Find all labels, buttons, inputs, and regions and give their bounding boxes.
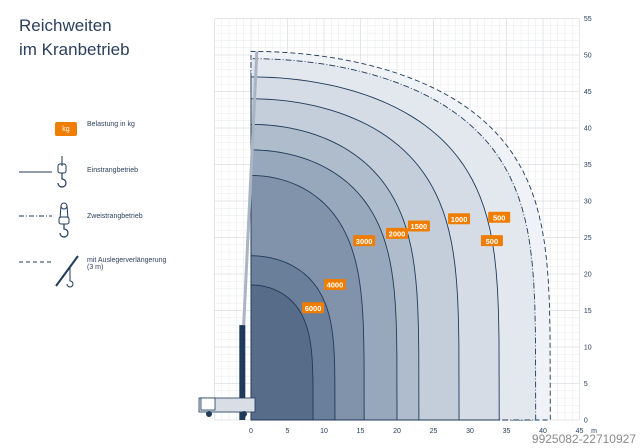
- title-line-1: Reichweiten: [19, 16, 112, 35]
- legend-double: Zweistrangbetrieb: [14, 198, 189, 238]
- x-tick-label: 40: [539, 428, 547, 435]
- load-badge-label: 6000: [305, 304, 322, 313]
- load-badge-label: 1500: [411, 222, 428, 231]
- load-badge-label: 3000: [356, 237, 373, 246]
- load-badge-label: 1000: [451, 215, 468, 224]
- y-tick-label: 35: [584, 162, 592, 169]
- crane-column: [239, 325, 246, 420]
- load-badge: [302, 302, 325, 314]
- legend-extension: mit Auslegerverlängerung (3 m): [14, 250, 189, 288]
- legend-load-label: Belastung in kg: [87, 121, 135, 128]
- x-tick-label: 25: [430, 428, 438, 435]
- load-envelope: [250, 284, 314, 421]
- truck-cab: [200, 397, 216, 411]
- crane-truck: [198, 51, 259, 420]
- y-tick-label: 20: [584, 272, 592, 279]
- truck-wheel: [206, 411, 212, 417]
- load-labels: 6000 4000 3000 2000 1500 1000 500 500: [302, 211, 511, 314]
- y-tick-label: 25: [584, 235, 592, 242]
- legend-extension-line-1: mit Auslegerverlängerung: [87, 257, 167, 264]
- y-tick-label: 45: [584, 89, 592, 96]
- load-badge-label: 500: [486, 237, 499, 246]
- legend-extension-label: mit Auslegerverlängerung (3 m): [87, 257, 166, 271]
- y-tick-label: 40: [584, 126, 592, 133]
- single-line-hook-icon: [19, 156, 67, 188]
- x-tick-label: 20: [393, 428, 401, 435]
- y-tick-label: 55: [584, 16, 592, 23]
- load-badge-label: 500: [493, 213, 506, 222]
- watermark: 9925082-22710927: [531, 432, 636, 446]
- load-badge: [323, 278, 346, 290]
- x-tick-label: 45: [576, 428, 584, 435]
- y-tick-label: 0: [584, 418, 588, 425]
- legend-single-label: Einstrangbetrieb: [87, 167, 138, 174]
- load-badge: [407, 220, 430, 232]
- kg-weight-icon: kg: [55, 122, 77, 136]
- y-tick-label: 15: [584, 308, 592, 315]
- load-badge: [488, 211, 511, 223]
- load-badge-label: 4000: [327, 281, 344, 290]
- x-tick-label: 30: [466, 428, 474, 435]
- boom-extension-icon: [19, 255, 79, 288]
- y-tick-label: 30: [584, 199, 592, 206]
- x-tick-label: 0: [249, 428, 253, 435]
- load-badge: [448, 213, 471, 225]
- title-line-2: im Kranbetrieb: [19, 40, 130, 59]
- x-tick-label: 5: [286, 428, 290, 435]
- crane-boom: [242, 51, 259, 326]
- legend-single: Einstrangbetrieb: [14, 154, 189, 188]
- double-line-hook-icon: [19, 202, 70, 238]
- y-tick-label: 5: [584, 381, 588, 388]
- x-tick-label: 10: [320, 428, 328, 435]
- legend-double-label: Zweistrangbetrieb: [87, 213, 143, 220]
- load-badge: [386, 227, 408, 239]
- y-tick-label: 50: [584, 53, 592, 60]
- y-tick-label: 10: [584, 345, 592, 352]
- load-badge-label: 2000: [389, 229, 406, 238]
- legend-extension-line-2: (3 m): [87, 264, 104, 271]
- legend-load: kg Belastung in kg: [14, 116, 189, 136]
- axes: 0 5 10 15 20 25 30 35 40 45 50 55 0 5 10 15 20 25 30 35 40 45…: [249, 16, 597, 435]
- load-badge: [353, 235, 376, 247]
- x-tick-label: 15: [357, 428, 365, 435]
- x-tick-label: 35: [503, 428, 511, 435]
- chart-title: Reichweiten im Kranbetrieb: [19, 14, 130, 62]
- load-badge: [480, 235, 503, 247]
- legend: kg Belastung in kg Einstrangbetrieb Zwei…: [14, 110, 189, 300]
- truck-wheel: [241, 411, 247, 417]
- x-axis-unit: m: [591, 428, 597, 435]
